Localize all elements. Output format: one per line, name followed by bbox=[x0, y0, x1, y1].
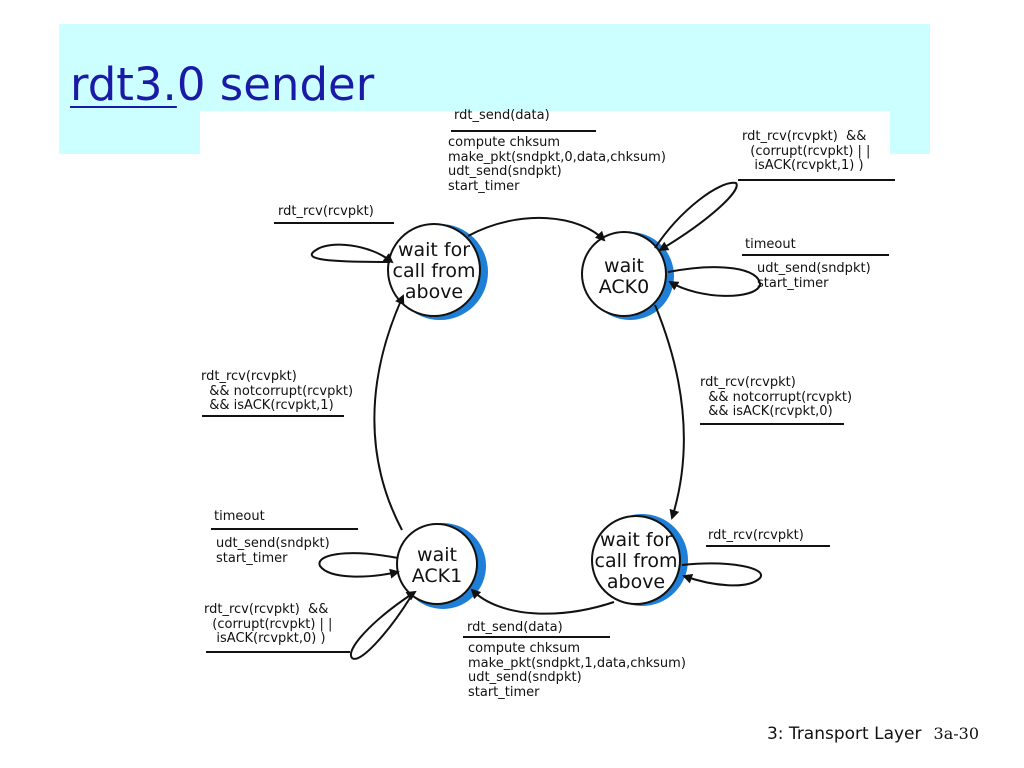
footer-section: 3: Transport Layer bbox=[766, 724, 922, 744]
selfloop-call0 bbox=[310, 243, 394, 264]
slide-footer: 3: Transport Layer 3a-30 bbox=[767, 724, 979, 744]
label-send1-event: rdt_send(data) bbox=[467, 620, 563, 635]
state-wait-call1-circle bbox=[591, 514, 688, 606]
state-wait-ack0-text: wait ACK0 bbox=[598, 255, 650, 298]
selfloop-ack0-corrupt bbox=[654, 181, 738, 252]
title-underlined-part: rdt3. bbox=[70, 58, 177, 111]
arrow-call0-to-ack0 bbox=[467, 216, 606, 242]
state-wait-call1-text: wait for call from above bbox=[594, 529, 678, 593]
label-ack0-timeout-actions: udt_send(sndpkt) start_timer bbox=[757, 261, 871, 291]
footer-page-number: 3a-30 bbox=[933, 724, 979, 743]
label-ack1-timeout-event: timeout bbox=[214, 509, 265, 524]
label-ack1-timeout-actions: udt_send(sndpkt) start_timer bbox=[216, 536, 330, 566]
label-ack0-to-call1-event: rdt_rcv(rcvpkt) && notcorrupt(rcvpkt) &&… bbox=[700, 375, 853, 419]
label-ack0-timeout-event: timeout bbox=[745, 237, 796, 252]
selfloop-ack1-timeout bbox=[318, 552, 400, 579]
selfloop-call1 bbox=[681, 562, 763, 587]
title-rest: 0 sender bbox=[176, 58, 375, 111]
selfloop-ack0-timeout bbox=[667, 266, 762, 297]
diagram-background bbox=[200, 111, 890, 706]
label-send1-actions: compute chksum make_pkt(sndpkt,1,data,ch… bbox=[468, 641, 686, 700]
label-ack0-corrupt-event: rdt_rcv(rcvpkt) && (corrupt(rcvpkt) | | … bbox=[742, 129, 871, 173]
label-ack1-corrupt-event: rdt_rcv(rcvpkt) && (corrupt(rcvpkt) | | … bbox=[204, 602, 333, 646]
state-wait-ack1-text: wait ACK1 bbox=[411, 544, 463, 587]
label-call0-rcv-event: rdt_rcv(rcvpkt) bbox=[278, 204, 374, 219]
selfloop-ack1-corrupt bbox=[349, 590, 417, 660]
state-wait-ack1-circle bbox=[396, 523, 486, 609]
state-wait-call0-circle bbox=[387, 223, 488, 320]
label-send0-actions: compute chksum make_pkt(sndpkt,0,data,ch… bbox=[448, 135, 666, 194]
arrow-ack1-to-call0 bbox=[373, 294, 405, 531]
state-wait-call0-text: wait for call from above bbox=[392, 239, 476, 303]
arrow-ack0-to-call1 bbox=[654, 304, 685, 520]
label-call1-rcv-event: rdt_rcv(rcvpkt) bbox=[708, 528, 804, 543]
state-wait-ack0-circle bbox=[581, 231, 674, 320]
arrow-call1-to-ack1 bbox=[470, 588, 615, 615]
slide-title: rdt3.0 sender bbox=[70, 62, 374, 107]
label-ack1-to-call0-event: rdt_rcv(rcvpkt) && notcorrupt(rcvpkt) &&… bbox=[201, 369, 354, 413]
label-send0-event: rdt_send(data) bbox=[454, 108, 550, 123]
